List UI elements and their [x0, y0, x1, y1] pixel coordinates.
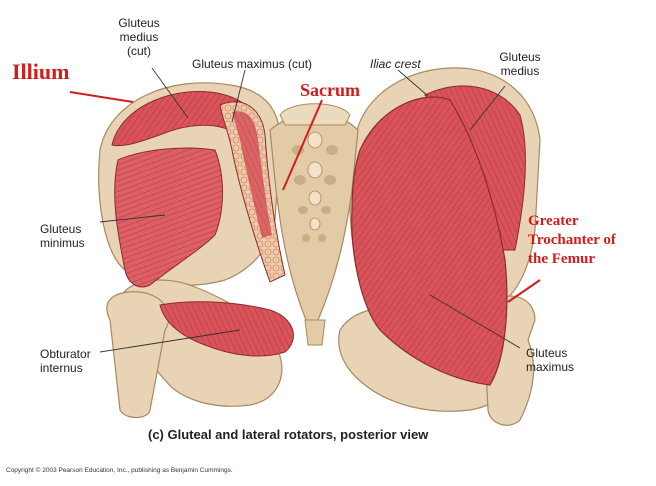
label-gluteus-maximus: Gluteus maximus [526, 346, 575, 374]
annotation-illium: Illium [12, 59, 70, 84]
label-gluteus-medius: Gluteus medius [499, 50, 541, 78]
spinous-tubercles [307, 131, 323, 231]
annotation-sacrum: Sacrum [300, 80, 360, 100]
annotation-greater-trochanter: Greater Trochanter of the Femur [528, 213, 616, 267]
sacral-foramina [292, 145, 338, 242]
left-femur [106, 291, 170, 419]
label-iliac-crest: Iliac crest [370, 57, 421, 71]
leader-lines [99, 67, 521, 353]
copyright-notice: Copyright © 2003 Pearson Education, Inc.… [6, 467, 233, 474]
label-obturator-internus: Obturator internus [40, 347, 91, 375]
annotation-lines [69, 91, 541, 303]
label-gluteus-minimus: Gluteus minimus [40, 222, 85, 250]
gluteus-maximus-muscle [351, 96, 508, 386]
gluteus-minimus-muscle [114, 147, 223, 288]
obturator-internus-muscle [159, 301, 294, 357]
label-gluteus-medius-cut: Gluteus medius (cut) [118, 16, 160, 58]
figure-caption: (c) Gluteal and lateral rotators, poster… [148, 427, 429, 442]
coccyx [304, 319, 326, 346]
label-gluteus-maximus-cut: Gluteus maximus (cut) [192, 57, 313, 71]
